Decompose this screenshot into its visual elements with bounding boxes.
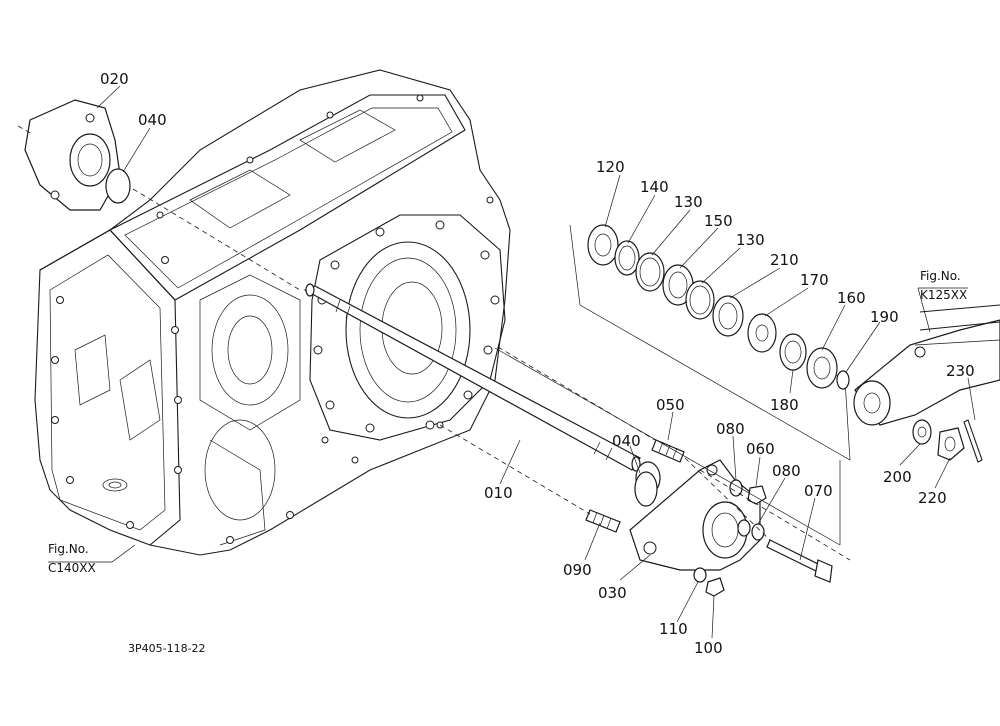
callout-180: 180 (770, 396, 799, 414)
callout-040-front: 040 (612, 432, 641, 450)
callout-050: 050 (656, 396, 685, 414)
bearing-stack-parts (587, 224, 850, 390)
stud-050 (651, 439, 685, 463)
callout-030: 030 (598, 584, 627, 602)
case-perimeter-holes (51, 94, 494, 544)
leader-lines (48, 85, 976, 639)
callout-170: 170 (800, 271, 829, 289)
callout-070: 070 (804, 482, 833, 500)
shaft-cover-020 (17, 99, 301, 291)
callout-160: 160 (837, 289, 866, 307)
flange-assembly-right (853, 304, 1000, 463)
callout-190: 190 (870, 308, 899, 326)
fig-ref-k125-line1: Fig.No. (920, 269, 961, 283)
callout-210: 210 (770, 251, 799, 269)
callout-labels: 020 040 120 140 130 150 130 210 170 160 … (100, 70, 975, 657)
callout-080-b: 080 (772, 462, 801, 480)
flange-bolt-holes (313, 220, 500, 433)
callout-020: 020 (100, 70, 129, 88)
figure-reference-c140: Fig.No. C140XX (48, 542, 96, 575)
transmission-case (34, 69, 511, 556)
callout-200: 200 (883, 468, 912, 486)
callout-040-top: 040 (138, 111, 167, 129)
o-ring-040-top (105, 168, 131, 204)
callout-080-a: 080 (716, 420, 745, 438)
stud-090 (585, 509, 621, 533)
exploded-guide-lines (439, 346, 851, 561)
fig-ref-c140-line1: Fig.No. (48, 542, 89, 556)
callout-060: 060 (746, 440, 775, 458)
o-ring-040-front (634, 471, 658, 507)
callout-120: 120 (596, 158, 625, 176)
figure-reference-k125: Fig.No. K125XX (920, 269, 967, 302)
housing-030 (629, 459, 761, 571)
fig-ref-k125-line2: K125XX (920, 288, 967, 302)
callout-090: 090 (563, 561, 592, 579)
callout-010: 010 (484, 484, 513, 502)
callout-220: 220 (918, 489, 947, 507)
fig-ref-c140-line2: C140XX (48, 561, 96, 575)
drawing-code: 3P405-118-22 (128, 642, 206, 655)
callout-130-a: 130 (674, 193, 703, 211)
callout-100: 100 (694, 639, 723, 657)
bolt-070 (766, 539, 833, 583)
callout-140: 140 (640, 178, 669, 196)
callout-150: 150 (704, 212, 733, 230)
callout-230: 230 (946, 362, 975, 380)
callout-110: 110 (659, 620, 688, 638)
callout-130-b: 130 (736, 231, 765, 249)
shaft-010 (303, 283, 641, 472)
